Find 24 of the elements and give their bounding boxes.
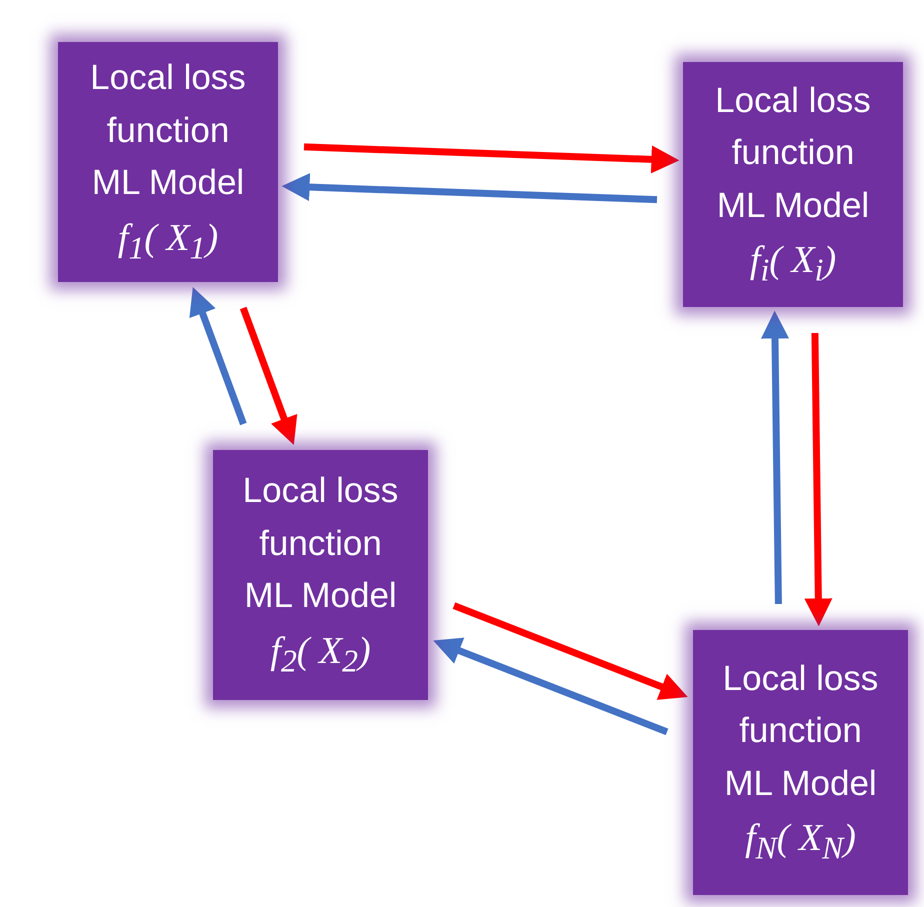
arrow [452, 602, 688, 700]
model-box [693, 630, 908, 895]
arrow [804, 332, 832, 626]
arrow [240, 306, 298, 446]
arrow [189, 286, 247, 426]
formula-text: f$_{2}$( X$_{2}$) [270, 628, 371, 680]
node-text: Local loss function [89, 57, 247, 152]
node-text: ML Model [724, 762, 877, 805]
node-text: ML Model [716, 184, 870, 227]
formula-text: f$_{i}$( X$_{i}$) [750, 238, 836, 290]
node-text: Local loss function [722, 658, 880, 752]
node-text: Local loss function [714, 80, 872, 174]
model-box [213, 450, 428, 700]
arrow [304, 143, 680, 174]
arrow [761, 310, 789, 604]
node-text: Local loss function [242, 470, 400, 565]
arrow [282, 173, 658, 204]
model-box [58, 42, 278, 282]
arrow [433, 638, 668, 736]
node-text: ML Model [244, 575, 397, 618]
model-box [683, 62, 903, 307]
formula-text: f$_{N}$( X$_{N}$) [745, 816, 856, 868]
node-text: ML Model [92, 162, 244, 204]
formula-text: f$_{1}$( X$_{1}$) [118, 216, 218, 268]
